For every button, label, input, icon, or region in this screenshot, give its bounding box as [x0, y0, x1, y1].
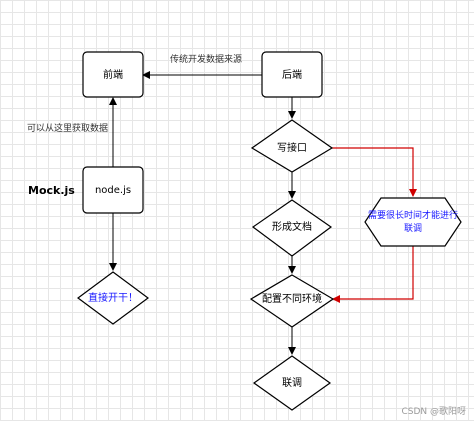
edge-long-time-to-config-env [332, 246, 414, 303]
node-long-time-label-line2: 联调 [404, 223, 422, 234]
edge-write-api-to-long-time [332, 147, 417, 197]
node-joint-debug[interactable]: 联调 [252, 355, 332, 411]
node-form-doc[interactable]: 形成文档 [251, 199, 333, 257]
node-write-api-label: 写接口 [277, 141, 307, 154]
node-direct-open-label: 直接开干！ [88, 291, 138, 304]
node-long-time[interactable]: 需要很长时间才能进行 联调 [364, 197, 462, 247]
edges [109, 71, 417, 355]
node-backend-label: 后端 [282, 68, 302, 81]
node-backend[interactable]: 后端 [261, 51, 323, 98]
watermark-text: CSDN @歌阳呀 [401, 405, 466, 417]
node-direct-open[interactable]: 直接开干！ [76, 271, 150, 325]
node-frontend[interactable]: 前端 [82, 51, 144, 98]
node-write-api[interactable]: 写接口 [250, 119, 334, 173]
node-config-env-label: 配置不同环境 [262, 292, 322, 305]
label-mockjs: Mock.js [28, 184, 75, 197]
label-transfer-data: 传统开发数据来源 [170, 53, 242, 65]
node-nodejs[interactable]: node.js [82, 166, 144, 214]
label-get-data-here: 可以从这里获取数据 [27, 122, 108, 134]
node-nodejs-label: node.js [95, 185, 131, 196]
node-long-time-label-line1: 需要很长时间才能进行 [368, 209, 458, 221]
node-joint-debug-label: 联调 [282, 377, 302, 389]
node-frontend-label: 前端 [103, 68, 123, 81]
node-config-env[interactable]: 配置不同环境 [249, 274, 335, 328]
node-form-doc-label: 形成文档 [272, 220, 312, 233]
